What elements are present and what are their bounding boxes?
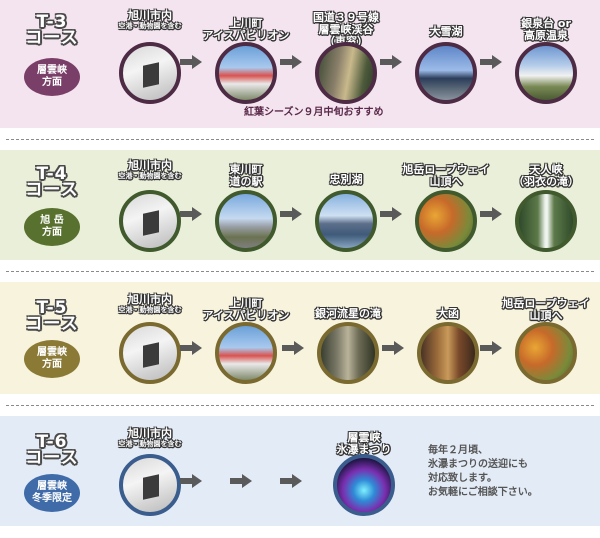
station-photo <box>119 322 181 384</box>
stop-label: 旭岳ロープウェイ 山頂へ <box>502 297 590 322</box>
arrow-right-icon <box>480 207 502 221</box>
season-note: 紅葉シーズン９月中旬おすすめ <box>244 107 384 118</box>
arrow-right-icon <box>382 341 404 355</box>
course-stop: 銀河流星の滝 <box>298 294 398 404</box>
stop-label: 上川町 アイスパビリオン <box>202 17 290 42</box>
stop-sublabel: 空港・動物園を含む <box>118 22 182 30</box>
stop-label: 銀河流星の滝 <box>315 307 381 320</box>
stop-label: 旭川市内 <box>128 427 172 440</box>
stop-label: 銀泉台 or 高原温泉 <box>521 17 571 42</box>
ice-festival-night-photo <box>333 454 395 516</box>
course-band-t5 <box>0 282 600 394</box>
stop-label: 天人峡 （羽衣の滝） <box>513 163 579 188</box>
stop-label: 東川町 道の駅 <box>229 163 263 188</box>
course-band-t4 <box>0 150 600 260</box>
course-stop: 上川町 アイスパビリオン <box>196 10 296 120</box>
stop-label: 旭川市内 <box>128 159 172 172</box>
gorge-photo <box>315 42 377 104</box>
rock-falls-photo <box>317 322 379 384</box>
course-stop: 天人峡 （羽衣の滝） <box>496 160 596 270</box>
stop-sublabel: 空港・動物園を含む <box>118 440 182 448</box>
stop-label: 旭岳ロープウェイ 山頂へ <box>402 163 490 188</box>
arrow-right-icon <box>280 474 302 488</box>
station-photo <box>119 454 181 516</box>
course-stop: 忠別湖 <box>296 160 396 270</box>
course-band-t3 <box>0 0 600 128</box>
direction-badge: 旭 岳 方面 <box>24 208 80 246</box>
course-code: T-3 コース <box>25 12 79 48</box>
course-stop: 上川町 アイスパビリオン <box>196 294 296 404</box>
course-code: T-6 コース <box>25 432 79 468</box>
course-stop: 大函 <box>398 294 498 404</box>
course-stop: 旭川市内空港・動物園を含む <box>100 160 200 270</box>
stop-label: 上川町 アイスパビリオン <box>202 297 290 322</box>
arrow-right-icon <box>180 207 202 221</box>
course-stop: 層雲峡 氷瀑まつり <box>314 428 414 538</box>
canyon-photo <box>417 322 479 384</box>
stop-label: 大函 <box>437 307 459 320</box>
stop-label: 大雪湖 <box>429 25 463 38</box>
stop-sublabel: 空港・動物園を含む <box>118 306 182 314</box>
course-code: T-5 コース <box>25 298 79 334</box>
waterfall-photo <box>515 190 577 252</box>
course-stop: 国道３９号線 層雲峡渓谷 （車窓） <box>296 10 396 120</box>
dam-lake-photo <box>415 42 477 104</box>
course-stop: 旭川市内空港・動物園を含む <box>100 10 200 120</box>
roadside-station-photo <box>215 190 277 252</box>
direction-badge: 層雲峡 方面 <box>24 58 80 96</box>
lake-photo <box>315 190 377 252</box>
stop-label: 忠別湖 <box>329 173 363 186</box>
winter-service-memo: 毎年２月頃、 氷瀑まつりの送迎にも 対応致します。 お気軽にご相談下さい。 <box>428 445 538 498</box>
station-photo <box>119 42 181 104</box>
direction-badge: 層雲峡 冬季限定 <box>24 474 80 512</box>
stop-sublabel: 空港・動物園を含む <box>118 172 182 180</box>
direction-badge: 層雲峡 方面 <box>24 340 80 378</box>
onsen-photo <box>515 42 577 104</box>
arrow-right-icon <box>380 55 402 69</box>
arrow-right-icon <box>380 207 402 221</box>
arrow-right-icon <box>480 55 502 69</box>
course-stop: 旭岳ロープウェイ 山頂へ <box>396 160 496 270</box>
arrow-right-icon <box>480 341 502 355</box>
stop-label: 旭川市内 <box>128 293 172 306</box>
arrow-right-icon <box>180 474 202 488</box>
arrow-right-icon <box>230 474 252 488</box>
stop-label: 旭川市内 <box>128 9 172 22</box>
course-band-t6 <box>0 416 600 526</box>
divider <box>6 139 594 140</box>
course-stop: 旭岳ロープウェイ 山頂へ <box>496 294 596 404</box>
autumn-mountain-photo <box>415 190 477 252</box>
stop-label: 層雲峡 氷瀑まつり <box>336 431 392 456</box>
course-stop: 銀泉台 or 高原温泉 <box>496 10 596 120</box>
divider <box>6 405 594 406</box>
arrow-right-icon <box>180 341 202 355</box>
divider <box>6 271 594 272</box>
course-stop: 旭川市内空港・動物園を含む <box>100 294 200 404</box>
course-code: T-4 コース <box>25 164 79 200</box>
arrow-right-icon <box>280 207 302 221</box>
arrow-right-icon <box>180 55 202 69</box>
arrow-right-icon <box>282 341 304 355</box>
station-photo <box>119 190 181 252</box>
course-stop: 大雪湖 <box>396 10 496 120</box>
course-stop: 旭川市内空港・動物園を含む <box>100 428 200 538</box>
course-stop: 東川町 道の駅 <box>196 160 296 270</box>
ice-pavilion-photo <box>215 42 277 104</box>
ice-pavilion-photo <box>215 322 277 384</box>
arrow-right-icon <box>280 55 302 69</box>
autumn-mountain-photo <box>515 322 577 384</box>
